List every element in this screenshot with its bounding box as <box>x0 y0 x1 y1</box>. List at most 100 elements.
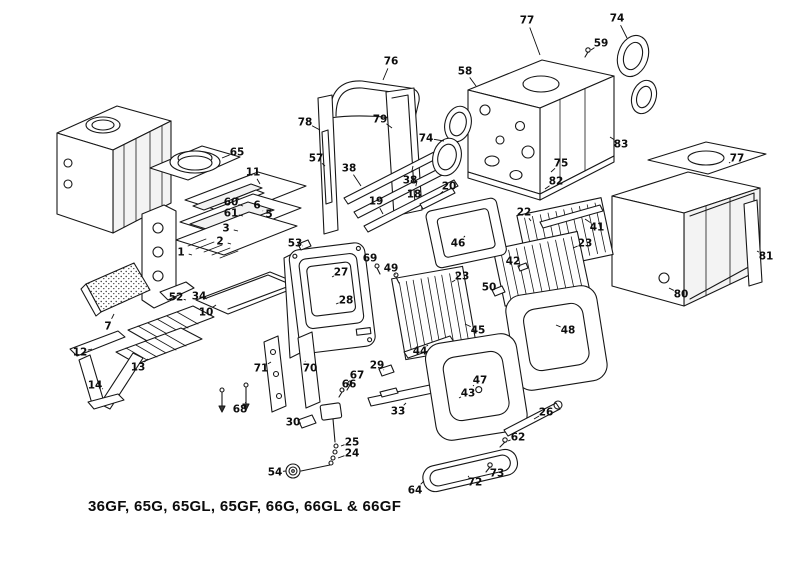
part-number-label: 26 <box>539 407 554 419</box>
part-number-label: 28 <box>339 295 354 307</box>
bottom-grates <box>69 305 215 365</box>
leader-line <box>620 24 628 39</box>
part-number-label: 47 <box>473 375 488 387</box>
left-stove-body <box>56 105 172 234</box>
leader-line <box>439 190 444 195</box>
leader-line <box>668 287 675 291</box>
part-number-label: 57 <box>309 153 324 165</box>
part-number-label: 68 <box>233 404 248 416</box>
part-number-label: 38 <box>403 175 418 187</box>
front-legs <box>78 352 144 410</box>
part-number-label: 20 <box>442 181 457 193</box>
leader-line <box>337 455 345 459</box>
leader-line <box>426 344 429 347</box>
leader-line <box>463 235 466 238</box>
part-number-label: 66 <box>342 379 357 391</box>
part-number-label: 22 <box>517 207 532 219</box>
leader-line <box>550 168 556 173</box>
leader-line <box>331 275 335 278</box>
leader-line <box>472 384 475 387</box>
part-number-label: 77 <box>730 153 745 165</box>
part-number-label: 2 <box>216 236 223 248</box>
part-number-label: 23 <box>455 271 470 283</box>
screw-73 <box>485 462 493 473</box>
part-number-label: 64 <box>408 485 423 497</box>
side-strip-81 <box>743 199 763 287</box>
leader-line <box>335 302 339 305</box>
part-number-label: 79 <box>373 114 388 126</box>
flue-collar <box>149 145 241 181</box>
grate-strip-12 <box>69 330 126 357</box>
leader-line <box>353 174 362 187</box>
front-frame-strips <box>263 331 321 413</box>
part-number-label: 41 <box>590 222 605 234</box>
leader-line <box>386 123 393 129</box>
part-number-label: 71 <box>254 363 269 375</box>
rail-41 <box>539 204 604 229</box>
part-number-label: 34 <box>192 291 207 303</box>
leader-line <box>403 402 407 406</box>
leader-line <box>469 77 477 87</box>
part-number-label: 13 <box>131 362 146 374</box>
leader-line <box>233 229 239 232</box>
pin-left <box>218 387 226 413</box>
leader-line <box>572 245 578 249</box>
leader-line <box>544 185 550 190</box>
part-number-label: 77 <box>520 15 535 27</box>
leader-line <box>464 323 471 328</box>
oval-lids-left <box>432 105 472 177</box>
leader-line <box>111 313 115 320</box>
part-number-label: 49 <box>384 263 399 275</box>
part-number-label: 11 <box>246 167 261 179</box>
leader-line <box>227 242 232 245</box>
leader-line <box>609 136 615 141</box>
part-number-label: 23 <box>578 238 593 250</box>
part-number-label: 61 <box>224 208 239 220</box>
part-number-label: 3 <box>222 223 229 235</box>
part-number-label: 65 <box>230 147 245 159</box>
part-number-label: 72 <box>468 477 483 489</box>
part-30 <box>297 414 317 429</box>
leader-line <box>238 214 244 217</box>
part-number-label: 27 <box>334 267 349 279</box>
firebox-liner <box>391 265 478 361</box>
leader-line <box>221 154 230 159</box>
bracket-29 <box>378 364 395 377</box>
top-casting-stack <box>175 171 307 259</box>
leader-line <box>379 207 384 215</box>
leader-line <box>518 265 521 268</box>
leader-line <box>244 401 247 404</box>
part-number-label: 82 <box>549 176 564 188</box>
right-stove-body <box>611 141 767 307</box>
leader-line <box>420 480 425 485</box>
lower-right-door <box>424 333 528 441</box>
screw-62 <box>499 437 508 448</box>
part-number-label: 12 <box>73 347 88 359</box>
part-number-label: 62 <box>511 432 526 444</box>
leader-line <box>350 380 353 383</box>
part-number-label: 74 <box>610 13 625 25</box>
leader-line <box>321 162 326 167</box>
firebrick <box>80 262 151 317</box>
part-number-label: 19 <box>369 196 384 208</box>
part-number-label: 43 <box>461 388 476 400</box>
part-number-label: 25 <box>345 437 360 449</box>
part-number-label: 1 <box>177 247 184 259</box>
part-number-label: 78 <box>298 117 313 129</box>
part-number-label: 18 <box>407 189 422 201</box>
model-caption: 36GF, 65G, 65GL, 65GF, 66G, 66GL & 66GF <box>88 498 402 515</box>
leader-line <box>382 68 389 81</box>
leader-line <box>590 47 595 51</box>
screw-69 <box>374 263 381 275</box>
part-number-label: 30 <box>286 417 301 429</box>
part-number-label: 6 <box>253 200 260 212</box>
part-number-label: 73 <box>490 468 505 480</box>
part-number-label: 74 <box>419 133 434 145</box>
leader-line <box>433 138 445 142</box>
part-number-label: 70 <box>303 363 318 375</box>
leader-line <box>311 125 321 131</box>
clip-42 <box>517 262 529 272</box>
part-number-label: 10 <box>199 307 214 319</box>
top-right-stove-body <box>467 59 615 201</box>
leader-line <box>528 218 532 222</box>
